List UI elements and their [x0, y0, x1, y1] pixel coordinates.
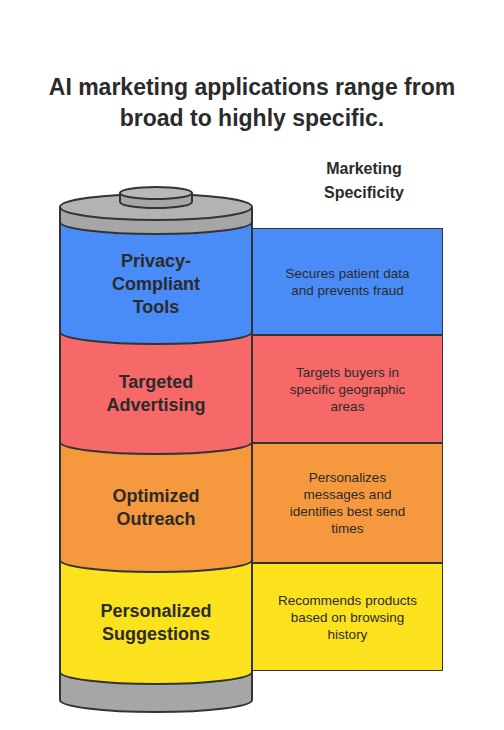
battery-terminal-top — [120, 187, 192, 199]
band-label: Optimized Outreach — [94, 471, 219, 531]
band-fill — [60, 560, 252, 684]
description-text: Recommends products based on browsing hi… — [278, 592, 418, 643]
cylinder-band: Privacy-Compliant Tools — [60, 222, 252, 332]
cylinder-band: Targeted Advertising — [60, 332, 252, 442]
band-label: Targeted Advertising — [94, 357, 219, 417]
band-outline — [60, 442, 252, 572]
band-fill — [60, 222, 252, 344]
description-box: Targets buyers in specific geographic ar… — [252, 335, 443, 443]
description-box: Recommends products based on browsing hi… — [252, 563, 443, 671]
band-label: Privacy-Compliant Tools — [94, 236, 219, 319]
diagram-title: AI marketing applications range from bro… — [20, 72, 484, 134]
cylinder-band: Personalized Suggestions — [60, 560, 252, 672]
band-outline — [60, 222, 252, 344]
band-label: Personalized Suggestions — [94, 586, 219, 646]
description-text: Secures patient data and prevents fraud — [278, 265, 418, 299]
description-box: Personalizes messages and identifies bes… — [252, 443, 443, 563]
description-box: Secures patient data and prevents fraud — [252, 228, 443, 335]
band-fill — [60, 332, 252, 454]
band-fill — [60, 442, 252, 572]
column-heading: Marketing Specificity — [300, 157, 428, 205]
band-outline — [60, 560, 252, 684]
band-outline — [60, 332, 252, 454]
description-text: Personalizes messages and identifies bes… — [278, 469, 418, 537]
cylinder-band: Optimized Outreach — [60, 442, 252, 560]
description-text: Targets buyers in specific geographic ar… — [278, 364, 418, 415]
